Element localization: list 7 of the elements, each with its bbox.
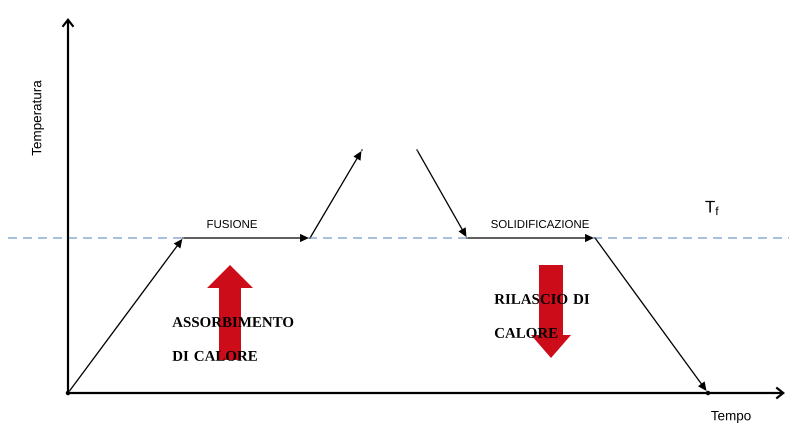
edge-label: SOLIDIFICAZIONE <box>490 218 590 230</box>
path-point <box>706 390 710 396</box>
path-point <box>66 390 70 396</box>
annotation: T$_{f}$ <box>705 200 719 216</box>
axis-label: Tempo <box>711 410 751 424</box>
edge-label: FUSIONE <box>206 218 258 230</box>
axis-label: Temperatura <box>32 80 44 156</box>
